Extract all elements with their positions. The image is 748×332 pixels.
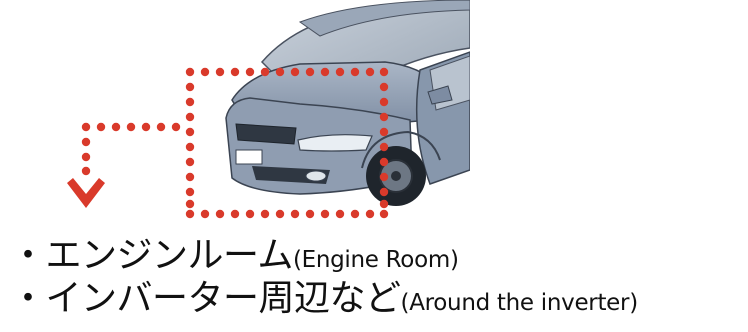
caption-around-inverter: ・インバーター周辺など(Around the inverter) bbox=[10, 281, 638, 317]
caption-bullet: ・ bbox=[10, 278, 46, 319]
caption-jp-text: エンジンルーム bbox=[45, 235, 294, 276]
dotted-leader-line bbox=[81, 122, 181, 176]
caption-en-text: (Around the inverter) bbox=[400, 290, 639, 316]
dotted-highlight-box bbox=[185, 67, 389, 219]
caption-bullet: ・ bbox=[10, 235, 46, 276]
arrow-down-icon bbox=[67, 178, 105, 208]
caption-en-text: (Engine Room) bbox=[292, 247, 459, 273]
car-illustration bbox=[225, 0, 470, 206]
caption-jp-text: インバーター周辺など bbox=[45, 278, 402, 319]
caption-engine-room: ・エンジンルーム(Engine Room) bbox=[10, 238, 459, 274]
